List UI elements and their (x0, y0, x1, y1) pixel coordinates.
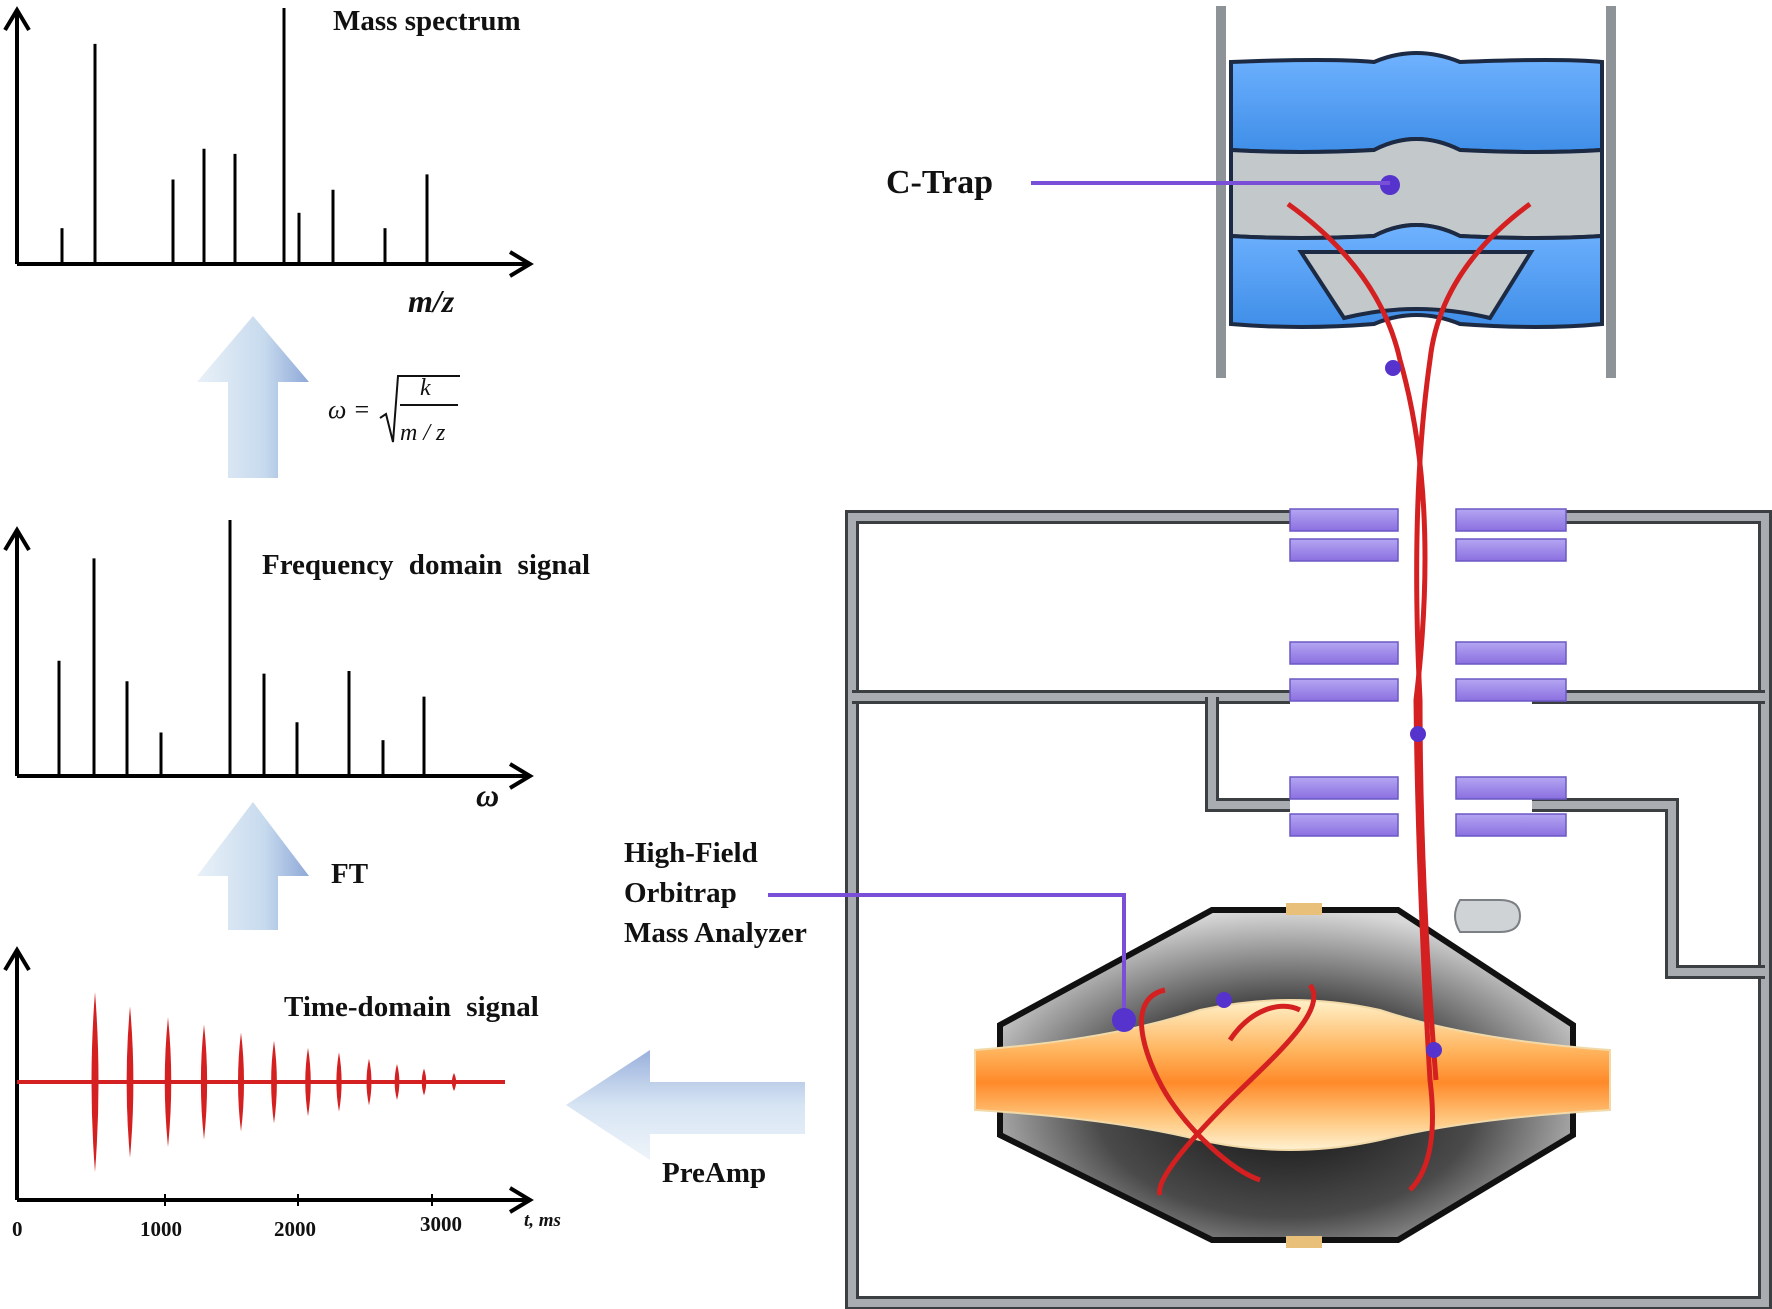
c-trap-left-rod (1216, 6, 1226, 378)
omega-axis-label: ω (476, 777, 499, 813)
y-axis-arrowhead (3, 526, 31, 552)
frequency-domain-chart: Frequency domain signal ω (3, 520, 590, 813)
c-trap (1216, 6, 1616, 378)
lens-plate (1455, 776, 1567, 800)
lens-plate (1455, 641, 1567, 665)
omega-formula: ω = k m / z (328, 375, 460, 446)
signal-burst (421, 1068, 427, 1096)
tick-label-3000: 3000 (420, 1212, 462, 1236)
left-arrow-icon (566, 1050, 805, 1160)
ft-label: FT (331, 858, 368, 890)
formula-denominator: m / z (400, 420, 446, 446)
signal-burst (91, 992, 99, 1172)
orbitrap-ion-dot (1112, 1008, 1136, 1032)
mass-spectrum-chart: Mass spectrum m/z (3, 5, 534, 319)
x-axis-arrowhead (508, 250, 534, 278)
lens-plate (1455, 813, 1567, 837)
signal-burst (394, 1064, 400, 1100)
signal-burst (336, 1052, 342, 1112)
orbitrap-label-line-3: Mass Analyzer (624, 917, 807, 949)
ion-dot (1385, 360, 1401, 376)
lens-plate (1455, 678, 1567, 702)
lens-plate (1289, 508, 1399, 532)
lens-plate (1289, 538, 1399, 562)
mz-axis-label: m/z (408, 283, 455, 319)
signal-burst (238, 1032, 244, 1132)
lens-plate (1455, 538, 1567, 562)
lens-plate (1289, 776, 1399, 800)
y-axis-arrowhead (3, 946, 31, 972)
lens-plate (1455, 508, 1567, 532)
x-axis-arrowhead (508, 1186, 534, 1214)
x-axis-arrowhead (508, 762, 534, 790)
ion-optics-lenses (1289, 508, 1567, 837)
up-arrow-icon (197, 802, 309, 930)
orbitrap-leader-line (768, 893, 1126, 1018)
tick-label-1000: 1000 (140, 1217, 182, 1241)
preamp-label: PreAmp (662, 1157, 766, 1189)
frequency-domain-title: Frequency domain signal (262, 549, 590, 581)
t-axis-label: t, ms (524, 1210, 561, 1231)
signal-burst (164, 1017, 172, 1147)
deflector-electrode (1454, 899, 1522, 933)
c-trap-right-rod (1606, 6, 1616, 378)
tick-label-2000: 2000 (274, 1217, 316, 1241)
lens-plate (1289, 678, 1399, 702)
signal-burst (305, 1047, 311, 1117)
orbit-ion-dot (1216, 992, 1232, 1008)
c-trap-funnel (1297, 250, 1535, 321)
orbitrap-analyzer (974, 903, 1611, 1248)
time-domain-bursts (91, 992, 457, 1172)
signal-burst (200, 1024, 208, 1140)
ion-beam-path-2 (1414, 201, 1532, 1081)
ion-dot (1426, 1042, 1442, 1058)
signal-burst (366, 1058, 372, 1106)
ion-orbit-trajectory (1139, 983, 1317, 1196)
orbitrap-bottom-slot (1286, 1236, 1322, 1248)
formula-lhs: ω = (328, 395, 370, 424)
tick-marks (164, 1194, 433, 1206)
signal-burst (126, 1006, 134, 1158)
formula-numerator: k (420, 375, 431, 401)
c-trap-label: C-Trap (886, 164, 993, 201)
time-domain-title: Time-domain signal (284, 991, 539, 1023)
lens-plate (1289, 641, 1399, 665)
up-arrow-icon (197, 316, 309, 478)
orbitrap-top-slot (1286, 903, 1322, 915)
sqrt-sign (379, 375, 460, 443)
y-axis-arrowhead (3, 6, 31, 32)
tick-label-0: 0 (12, 1217, 23, 1241)
signal-burst (451, 1073, 457, 1091)
ion-dot (1410, 726, 1426, 742)
instrument-frame (845, 510, 1772, 1309)
mass-spectrum-peaks (60, 8, 429, 264)
mass-spectrum-title: Mass spectrum (333, 5, 521, 37)
lens-plate (1289, 813, 1399, 837)
signal-burst (271, 1040, 277, 1124)
orbitrap-label-line-2: Orbitrap (624, 877, 737, 909)
time-domain-chart: 0 1000 2000 3000 t, ms Time-domain signa… (3, 946, 561, 1241)
orbitrap-label-line-1: High-Field (624, 837, 758, 869)
frequency-domain-peaks (57, 520, 426, 776)
